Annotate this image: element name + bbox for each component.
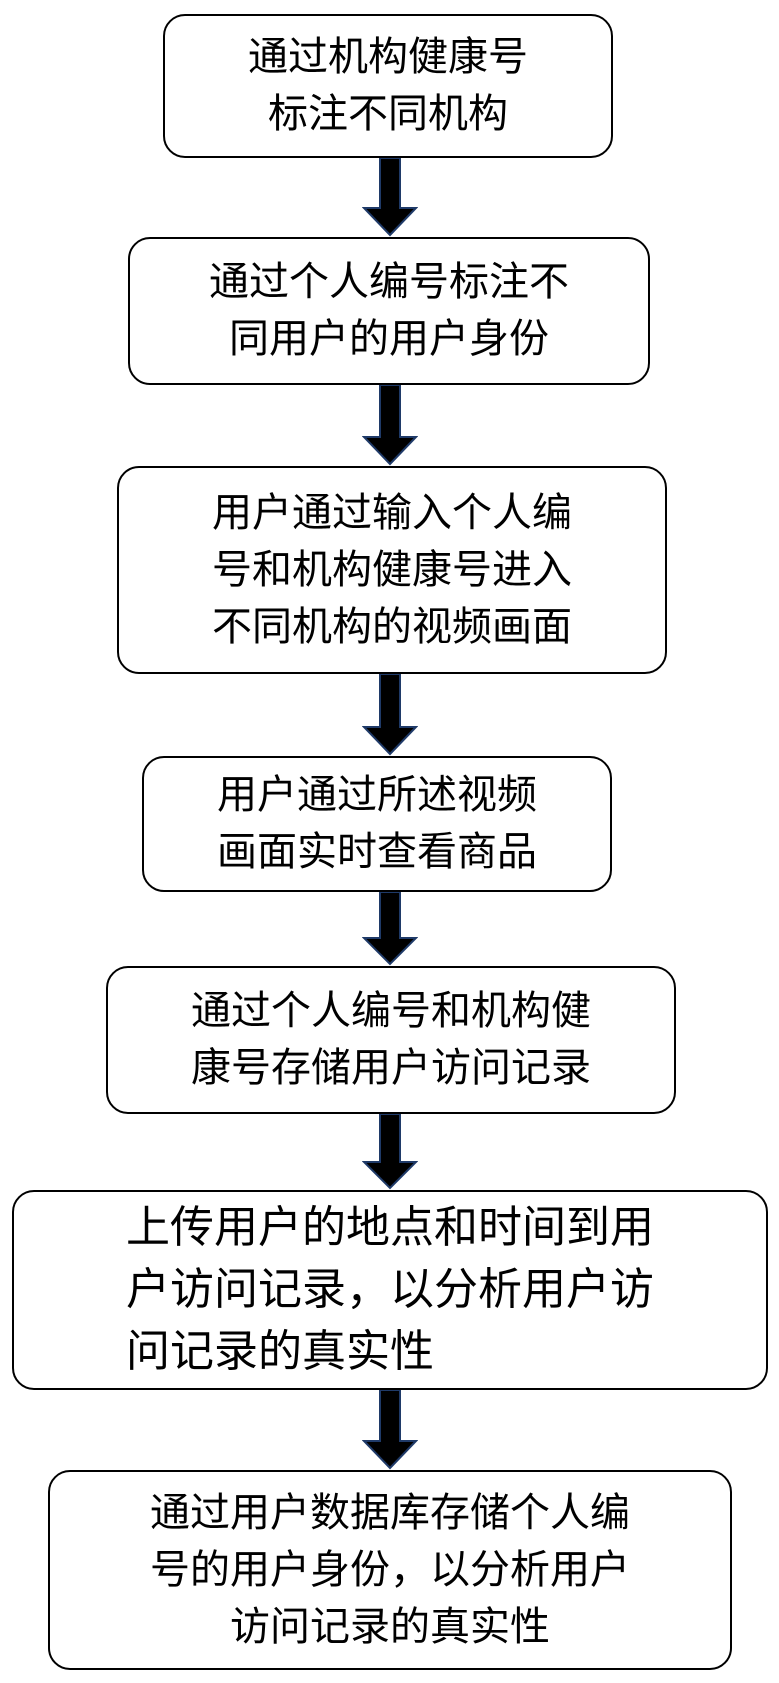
flow-arrow-1	[362, 158, 418, 237]
flow-arrow-6	[362, 1390, 418, 1470]
flow-step-6-text: 上传用户的地点和时间到用 户访问记录，以分析用户访 问记录的真实性	[126, 1197, 654, 1383]
flow-step-1-line-2: 标注不同机构	[268, 91, 508, 137]
flow-step-2-line-2: 同用户的用户身份	[229, 316, 549, 362]
flow-step-3-text: 用户通过输入个人编 号和机构健康号进入 不同机构的视频画面	[212, 485, 572, 656]
flow-step-7: 通过用户数据库存储个人编 号的用户身份，以分析用户 访问记录的真实性	[48, 1470, 732, 1670]
flow-step-5-text: 通过个人编号和机构健 康号存储用户访问记录	[191, 983, 591, 1097]
flow-step-7-line-2: 号的用户身份，以分析用户	[150, 1546, 630, 1593]
flow-step-3: 用户通过输入个人编 号和机构健康号进入 不同机构的视频画面	[117, 466, 667, 674]
flow-step-2: 通过个人编号标注不 同用户的用户身份	[128, 237, 650, 385]
flow-arrow-2	[362, 385, 418, 466]
flow-step-4-line-2: 画面实时查看商品	[217, 829, 537, 875]
flow-step-6-line-3: 问记录的真实性	[126, 1326, 434, 1377]
flow-step-7-text: 通过用户数据库存储个人编 号的用户身份，以分析用户 访问记录的真实性	[150, 1485, 630, 1656]
flow-step-4-line-1: 用户通过所述视频	[217, 772, 537, 818]
flow-step-1-text: 通过机构健康号 标注不同机构	[248, 29, 528, 143]
flow-step-7-line-3: 访问记录的真实性	[230, 1603, 550, 1650]
flow-arrow-4	[362, 892, 418, 966]
flow-step-3-line-1: 用户通过输入个人编	[212, 489, 572, 536]
flow-arrow-3	[362, 674, 418, 756]
flow-step-6-line-2: 户访问记录，以分析用户访	[126, 1264, 654, 1315]
flow-step-6-line-1: 上传用户的地点和时间到用	[126, 1202, 654, 1253]
flow-step-5-line-2: 康号存储用户访问记录	[191, 1045, 591, 1091]
flow-step-4-text: 用户通过所述视频 画面实时查看商品	[217, 767, 537, 881]
flow-step-4: 用户通过所述视频 画面实时查看商品	[142, 756, 612, 892]
flow-step-2-line-1: 通过个人编号标注不	[209, 259, 569, 305]
flow-step-5: 通过个人编号和机构健 康号存储用户访问记录	[106, 966, 676, 1114]
flow-step-3-line-3: 不同机构的视频画面	[212, 603, 572, 650]
flow-step-6: 上传用户的地点和时间到用 户访问记录，以分析用户访 问记录的真实性	[12, 1190, 768, 1390]
flow-step-1: 通过机构健康号 标注不同机构	[163, 14, 613, 158]
flow-step-5-line-1: 通过个人编号和机构健	[191, 988, 591, 1034]
flow-step-1-line-1: 通过机构健康号	[248, 34, 528, 80]
flow-arrow-5	[362, 1114, 418, 1190]
flow-step-3-line-2: 号和机构健康号进入	[212, 546, 572, 593]
flow-step-7-line-1: 通过用户数据库存储个人编	[150, 1489, 630, 1536]
flow-step-2-text: 通过个人编号标注不 同用户的用户身份	[209, 254, 569, 368]
